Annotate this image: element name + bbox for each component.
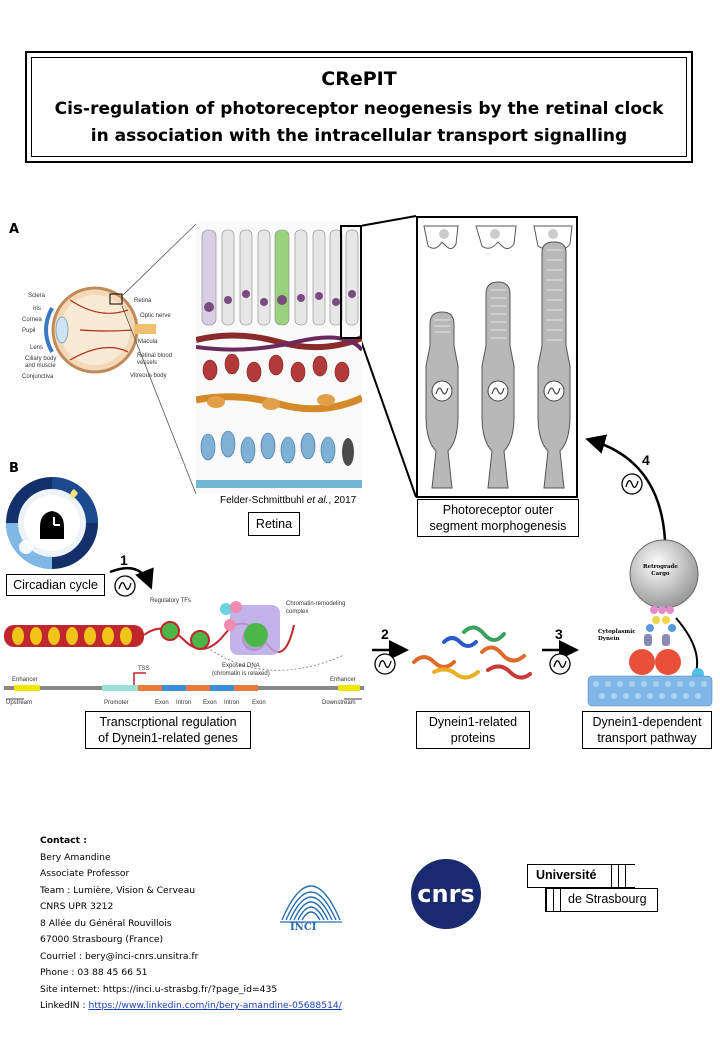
contact-email: Courriel : bery@inci-cnrs.unsitra.fr (40, 950, 199, 962)
circadian-clock-icon (6, 477, 98, 569)
label-enhancer-left: Enhancer (12, 677, 38, 683)
label-exon-1: Exon (155, 700, 169, 706)
label-chromatin-line-1: Chromatin-remodeling (286, 601, 346, 607)
contact-city: 67000 Strasbourg (France) (40, 934, 164, 945)
title-line-1: Cis-regulation of photoreceptor neogenes… (54, 99, 664, 119)
step-3-label: 3 (555, 626, 563, 642)
transport-label-box: Dynein1-dependent transport pathway (582, 711, 712, 749)
contact-phone: Phone : 03 88 45 66 51 (40, 967, 148, 978)
contact-team: Team : Lumière, Vision & Cerveau (40, 884, 196, 896)
label-chromatin-complex: Chromatin-remodeling complex (286, 600, 345, 616)
contact-position: Associate Professor (40, 868, 130, 879)
label-exon-3: Exon (252, 700, 266, 706)
eye-label-macula: Macula (138, 339, 158, 345)
label-promoter: Promoter (104, 700, 129, 706)
dynein-cargo-label: Retrograde Cargo (643, 564, 678, 578)
dynein-cytoplasmic-label: Cytoplasmic Dynein (598, 629, 636, 643)
retina-credit: Felder-Schmittbuhl et al., 2017 (220, 495, 356, 506)
step-4-label: 4 (642, 452, 650, 468)
label-chromatin-line-2: complex (286, 609, 309, 615)
contact-block: Contact : Bery Amandine Associate Profes… (40, 833, 342, 1015)
eye-label-cornea: Cornea (22, 317, 42, 323)
contact-heading: Contact : (40, 835, 87, 846)
label-intron-1: Intron (176, 700, 192, 706)
label-downstream: Downstream (322, 700, 356, 706)
dynein-cargo-line-1: Retrograde (643, 564, 678, 570)
eye-label-conjunctiva: Conjunctiva (22, 374, 54, 380)
unistra-logo-line-2: de Strasbourg (568, 892, 647, 906)
transcription-label-line-2: of Dynein1-related genes (98, 731, 238, 745)
label-enhancer-right: Enhancer (330, 677, 356, 683)
eye-label-lens: Lens (30, 345, 44, 351)
inci-logo-text: INCI (290, 922, 317, 933)
outer-segment-diagram (416, 216, 578, 498)
protein-structure-image (412, 625, 532, 680)
label-tss: TSS (138, 666, 150, 672)
step-2-label: 2 (381, 626, 389, 642)
contact-street: 8 Allée du Général Rouvillois (40, 917, 172, 929)
transport-label-line-2: transport pathway (597, 731, 697, 745)
dynein-cyto-line-2: Dynein (598, 636, 620, 642)
cnrs-logo: cnrs (411, 859, 481, 929)
dynein-cargo-line-2: Cargo (651, 571, 670, 577)
label-regulatory-tfs: Regulatory TFs (150, 598, 191, 604)
title-box: CRePIT Cis-regulation of photoreceptor n… (25, 51, 693, 163)
proteins-label-line-2: proteins (450, 731, 496, 745)
outer-segment-label-line-1: Photoreceptor outer (442, 503, 554, 517)
eye-label-ciliary: Ciliary body and muscle (25, 356, 57, 369)
retina-label-box: Retina (248, 512, 300, 536)
retina-credit-etal: et al. (306, 495, 329, 506)
panel-b-letter: B (9, 461, 19, 476)
retina-layers-diagram (196, 222, 362, 494)
eye-label-pupil: Pupil (22, 328, 36, 334)
retina-credit-author: Felder-Schmittbuhl (220, 495, 304, 506)
linkedin-link[interactable]: https://www.linkedin.com/in/bery-amandin… (88, 1000, 342, 1011)
retina-credit-year: , 2017 (328, 495, 357, 506)
contact-site: Site internet: https://inci.u-strasbg.fr… (40, 983, 278, 995)
contact-linkedin-label: LinkedIN : (40, 1000, 89, 1011)
unistra-logo-line-1: Université (536, 868, 597, 882)
eye-label-retina: Retina (134, 298, 152, 304)
outer-segment-label-box: Photoreceptor outer segment morphogenesi… (417, 499, 579, 537)
eye-diagram (44, 286, 156, 374)
gene-regulation-diagram (4, 601, 364, 700)
contact-unit: CNRS UPR 3212 (40, 901, 114, 912)
label-exposed-line-2: (chromatin is relaxed) (212, 671, 270, 677)
transcription-label-box: Transcrptional regulation of Dynein1-rel… (85, 711, 251, 749)
proteins-label-line-1: Dynein1-related (428, 715, 518, 729)
eye-label-retinal-vessels: Retinal blood vessels (137, 353, 173, 366)
outer-segment-label-line-2: segment morphogenesis (429, 519, 567, 533)
cnrs-logo-text: cnrs (417, 880, 475, 908)
label-upstream: Upstream (6, 700, 33, 706)
eye-label-sclera: Sclera (28, 293, 46, 299)
dynein-cyto-line-1: Cytoplasmic (598, 629, 636, 635)
inci-logo (280, 885, 342, 923)
circadian-label-box: Circadian cycle (6, 574, 105, 596)
contact-linkedin-row: LinkedIN : https://www.linkedin.com/in/b… (40, 998, 342, 1015)
dynein-motor-diagram (587, 539, 713, 707)
eye-label-optic-nerve: Optic nerve (140, 313, 171, 319)
title-acronym: CRePIT (321, 68, 397, 90)
unistra-logo-top: Université (527, 864, 635, 888)
proteins-label-box: Dynein1-related proteins (416, 711, 530, 749)
eye-label-vitreous: Vitreous body (130, 373, 167, 379)
transcription-label-line-1: Transcrptional regulation (99, 715, 237, 729)
label-intron-2: Intron (224, 700, 240, 706)
panel-a-letter: A (9, 222, 20, 237)
transport-label-line-1: Dynein1-dependent (592, 715, 702, 729)
label-exon-2: Exon (203, 700, 217, 706)
step-1-label: 1 (120, 552, 128, 568)
eye-label-iris: Iris (33, 306, 41, 312)
label-exposed-dna: Exposed DNA (chromatin is relaxed) (212, 662, 270, 678)
label-exposed-line-1: Exposed DNA (222, 663, 260, 669)
unistra-logo-bottom: de Strasbourg (545, 888, 658, 912)
contact-name: Bery Amandine (40, 851, 111, 863)
title-line-2: in association with the intracellular tr… (90, 126, 628, 146)
